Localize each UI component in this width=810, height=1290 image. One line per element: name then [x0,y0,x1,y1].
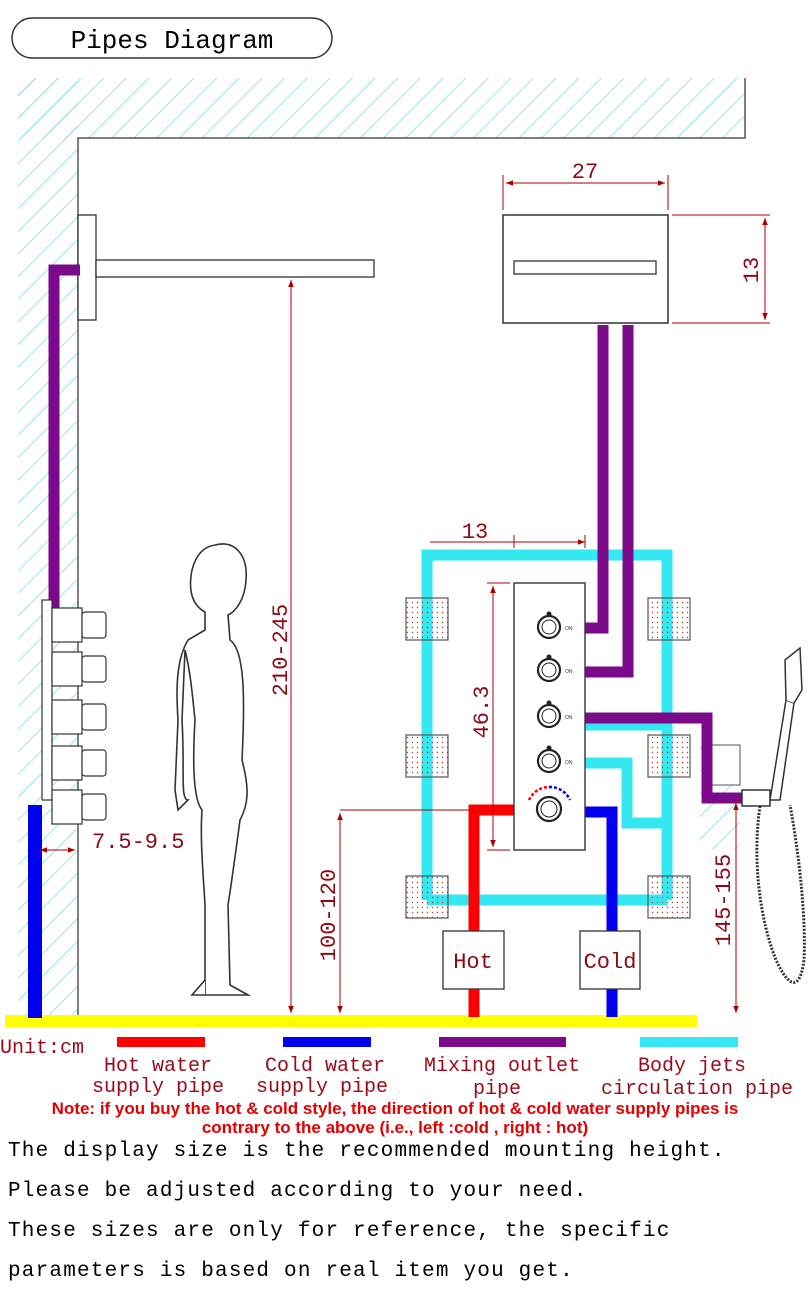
shower-arm-height-label: 210-245 [269,604,294,696]
body-jet [405,597,449,641]
legend-body-jets-line2: circulation pipe [601,1078,793,1101]
body-jet [405,875,449,919]
pipes-diagram: Pipes Diagram [0,17,806,1101]
legend-mixing-line1: Mixing outlet [424,1055,580,1078]
wall-valve-side-view [41,599,107,825]
legend-body-jets-line1: Body jets [638,1055,746,1078]
note-line-2: contrary to the above (i.e., left :cold … [201,1118,589,1137]
wall-offset-label: 7.5-9.5 [92,830,184,855]
legend-mixing-line2: pipe [473,1078,521,1101]
floor [5,1015,697,1027]
cold-inlet-box: Cold [579,930,641,990]
hand-shower [741,646,806,984]
paragraph-line-3: These sizes are only for reference, the … [8,1220,671,1243]
panel-height-label: 13 [740,257,765,283]
legend-swatch-cold [283,1037,371,1047]
left-mixing-pipe [48,264,80,610]
body-jets [405,597,691,919]
paragraph-line-2: Please be adjusted according to your nee… [8,1180,588,1203]
rain-shower-arm [77,214,375,321]
body-jet [405,734,449,778]
legend-cold-line2: supply pipe [256,1076,388,1099]
paragraph-line-4: parameters is based on real item you get… [8,1260,574,1283]
diagram-title: Pipes Diagram [71,26,274,56]
svg-text:ON: ON [565,669,573,675]
valve-height-label: 46.3 [470,686,495,739]
legend: Hot water supply pipe Cold water supply … [92,1037,793,1101]
hot-inlet-box: Hot [442,930,505,990]
left-cold-pipe [28,805,42,1018]
valve-width-label: 13 [462,520,488,545]
unit-label: Unit:cm [0,1037,84,1060]
hand-shower-height-label: 145-155 [712,854,737,946]
body-jet [647,734,691,778]
body-jet [647,875,691,919]
dimension-lines [40,175,770,1013]
mixing-outlet-pipes [585,325,742,804]
svg-text:ON: ON [565,626,573,632]
body-jet [647,597,691,641]
valve-panel: ON ON ON ON [513,582,586,851]
legend-hot-line1: Hot water [104,1055,212,1078]
paragraph-line-1: The display size is the recommended moun… [8,1140,726,1163]
svg-text:ON: ON [565,715,573,721]
person-figure [174,543,252,996]
body-jet-pipes [421,549,673,906]
cold-label: Cold [584,950,637,975]
valve-mount-height-label: 100-120 [317,869,342,961]
panel-width-label: 27 [572,160,598,185]
note-line-1: Note: if you buy the hot & cold style, t… [51,1099,739,1118]
legend-hot-line2: supply pipe [92,1076,224,1099]
svg-text:ON: ON [565,760,573,766]
title-banner: Pipes Diagram [11,17,333,59]
legend-swatch-body-jets [640,1037,738,1047]
hot-label: Hot [453,950,493,975]
legend-swatch-mixing [439,1037,566,1047]
legend-cold-line1: Cold water [265,1055,385,1078]
rain-shower-panel [502,214,669,324]
legend-swatch-hot [117,1037,205,1047]
